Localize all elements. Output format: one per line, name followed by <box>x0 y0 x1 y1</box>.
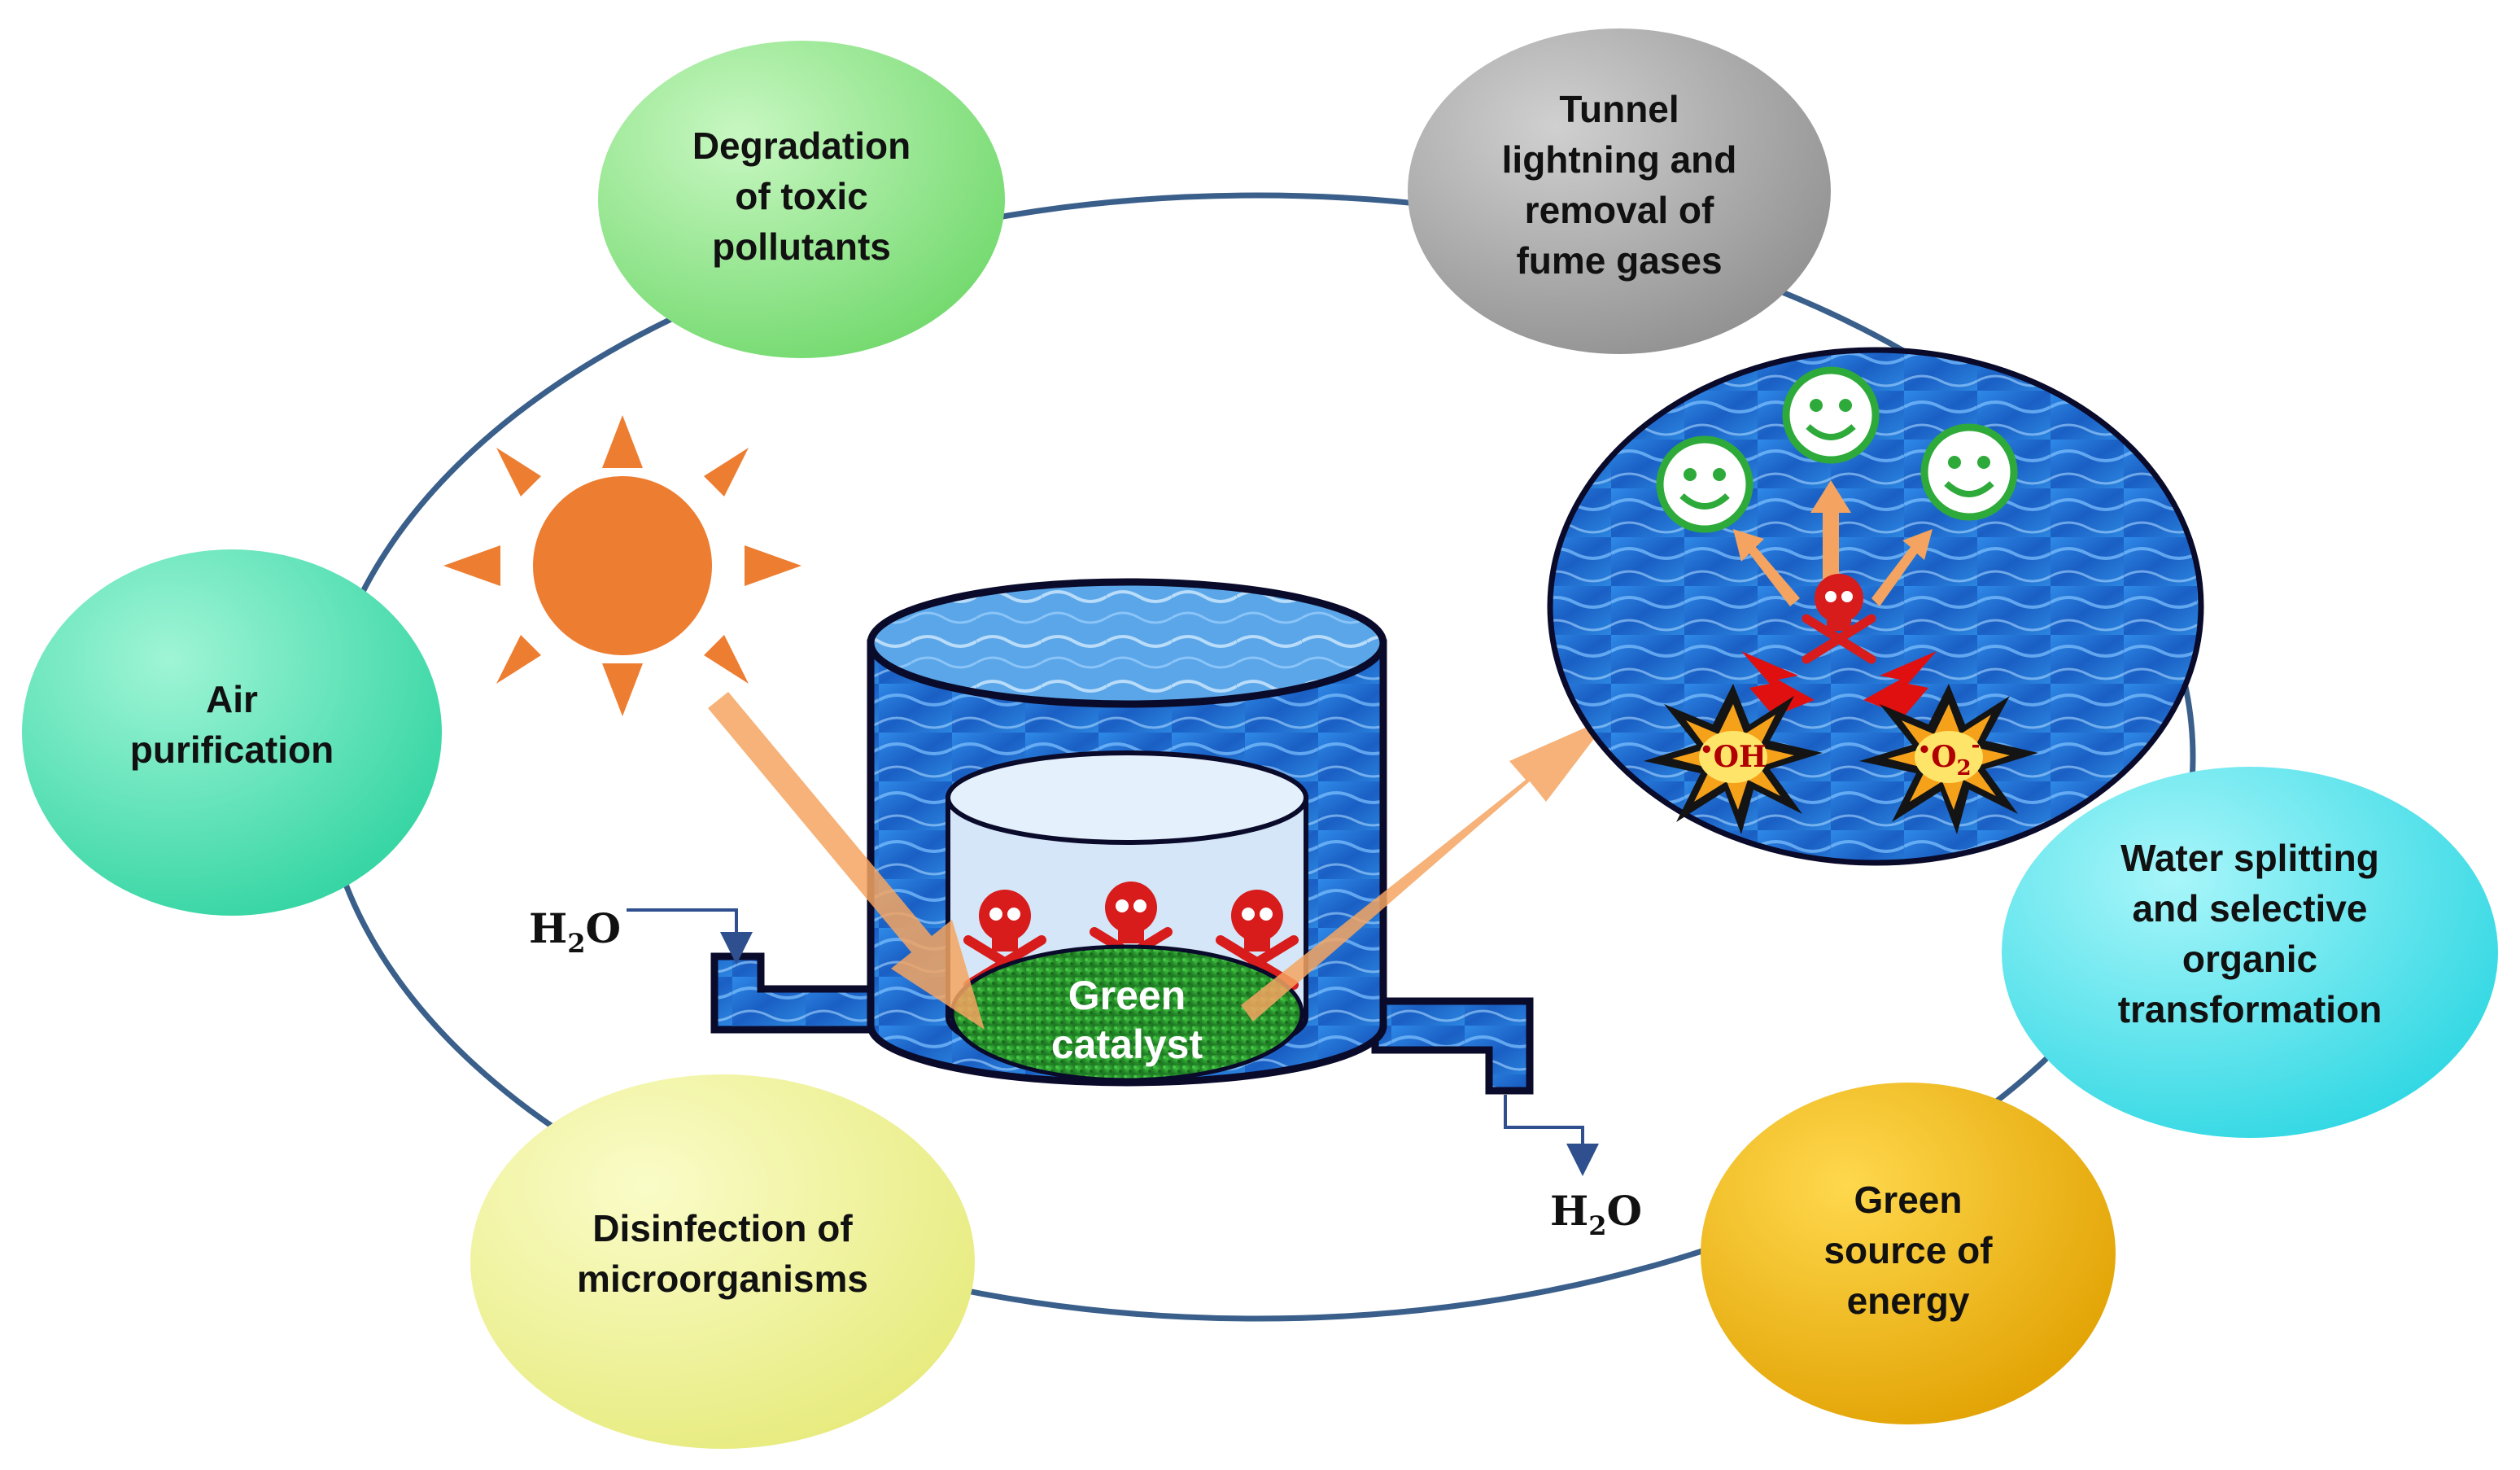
disinfection-line2: microorganisms <box>577 1258 868 1300</box>
energy-line3: energy <box>1847 1280 1970 1322</box>
degradation-line3: pollutants <box>712 225 891 268</box>
outlet-pipe <box>1371 997 1534 1095</box>
tunnel-line3: removal of <box>1525 189 1714 231</box>
sun-icon <box>443 415 801 716</box>
h2o-outlet-o: O <box>1607 1187 1643 1235</box>
water-line4: transformation <box>2118 988 2382 1030</box>
bubble-degradation: Degradation of toxic pollutants <box>598 41 1005 358</box>
o2-sup: - <box>1972 733 1981 758</box>
water-line2: and selective <box>2133 887 2368 930</box>
h2o-outlet-h: H <box>1550 1187 1588 1235</box>
svg-text:•O2-: •O2- <box>1918 733 1981 781</box>
smiley-icon <box>1656 435 1754 533</box>
skull-icon <box>1802 574 1876 664</box>
catalyst-label-line2: catalyst <box>1051 1022 1203 1067</box>
svg-text:•OH: •OH <box>1700 738 1767 774</box>
h2o-inlet-o: O <box>586 904 622 952</box>
water-line3: organic <box>2182 938 2317 980</box>
lightning-icon <box>1741 651 1815 716</box>
degradation-line2: of toxic <box>735 175 868 217</box>
h2o-inlet: H2O <box>529 904 753 965</box>
explosion-icon: •O2- <box>1859 684 2038 834</box>
oh-dot: • <box>1700 738 1714 763</box>
tunnel-line2: lightning and <box>1502 138 1737 181</box>
reaction-arrow-out <box>1241 716 1611 1022</box>
bubble-disinfection: Disinfection of microorganisms <box>470 1074 975 1449</box>
h2o-inlet-h: H <box>529 904 567 952</box>
oh-label: OH <box>1714 740 1767 774</box>
svg-text:H2O: H2O <box>529 904 621 959</box>
svg-text:H2O: H2O <box>1550 1187 1642 1241</box>
explosion-icon: •OH <box>1644 684 1823 834</box>
air-line2: purification <box>130 728 334 771</box>
lightning-icon <box>1863 651 1937 716</box>
tunnel-line4: fume gases <box>1516 239 1722 282</box>
light-arrow-in <box>708 692 985 1030</box>
o2-dot: • <box>1918 738 1932 763</box>
catalyst-label-line1: Green <box>1068 973 1186 1018</box>
o2-label: O <box>1931 740 1956 774</box>
bubble-water-splitting: Water splitting and selective organic tr… <box>2002 767 2498 1138</box>
disinfection-line1: Disinfection of <box>592 1207 853 1249</box>
arrow-to-smiley <box>1733 529 1800 606</box>
arrow-to-smiley <box>1871 529 1933 606</box>
green-catalyst: Green catalyst <box>950 944 1304 1083</box>
h2o-outlet-sub: 2 <box>1588 1210 1606 1241</box>
o2-sub: 2 <box>1957 756 1972 781</box>
h2o-inlet-sub: 2 <box>567 928 585 959</box>
air-line1: Air <box>206 678 258 720</box>
bubble-energy: Green source of energy <box>1701 1083 2116 1424</box>
arrow-to-smiley <box>1810 480 1851 582</box>
energy-line1: Green <box>1854 1179 1963 1221</box>
radical-reaction-circle: •OH •O2- <box>1547 347 2204 866</box>
bubble-tunnel: Tunnel lightning and removal of fume gas… <box>1408 28 1831 354</box>
bubble-air: Air purification <box>22 549 442 916</box>
energy-line2: source of <box>1823 1229 1993 1271</box>
tunnel-line1: Tunnel <box>1559 88 1679 130</box>
degradation-line1: Degradation <box>692 125 911 167</box>
smiley-icon <box>1920 423 2018 521</box>
inlet-pipe <box>710 952 883 1034</box>
water-line1: Water splitting <box>2120 837 2379 879</box>
smiley-icon <box>1782 366 1880 464</box>
h2o-outlet: H2O <box>1504 1095 1642 1241</box>
